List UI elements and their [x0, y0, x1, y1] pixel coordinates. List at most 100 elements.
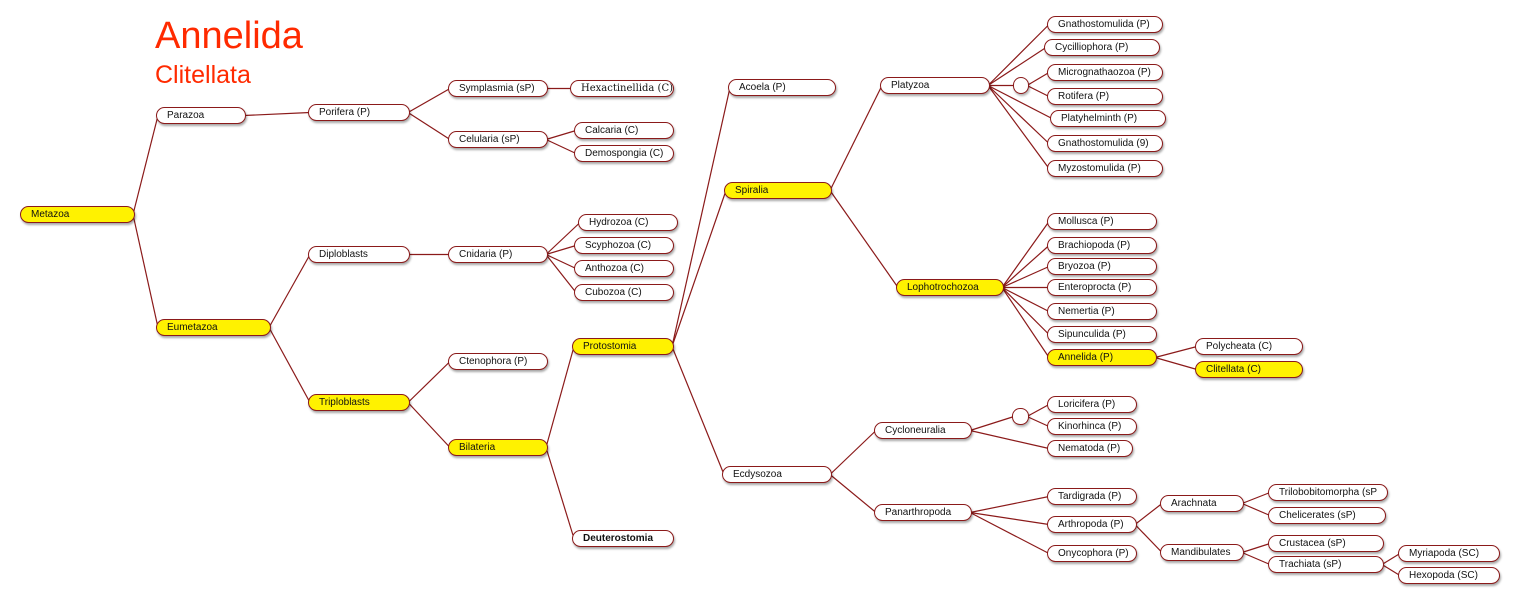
- node-arthropoda[interactable]: Arthropoda (P): [1047, 516, 1137, 533]
- node-loricifera[interactable]: Loricifera (P): [1047, 396, 1137, 413]
- node-onycophora[interactable]: Onycophora (P): [1047, 545, 1137, 562]
- node-porifera[interactable]: Porifera (P): [308, 104, 410, 121]
- edge-lophotrochozoa-nemertia: [1001, 286, 1050, 313]
- edge-cnidaria-cubozoa: [545, 254, 577, 293]
- edge-mandibulates-trachiata: [1241, 551, 1271, 566]
- node-mandibulates[interactable]: Mandibulates: [1160, 544, 1244, 561]
- edge-parazoa-porifera: [243, 111, 311, 117]
- node-symplasmia[interactable]: Symplasmia (sP): [448, 80, 548, 97]
- edge-mandibulates-crustacea: [1241, 542, 1271, 554]
- node-platyzoa[interactable]: Platyzoa: [880, 77, 990, 94]
- edge-annelida-polycheata: [1154, 345, 1198, 359]
- node-ecdysozoa[interactable]: Ecdysozoa: [722, 466, 832, 483]
- edge-metazoa-parazoa: [132, 115, 159, 215]
- edge-cycloneuralia-j2: [969, 415, 1015, 432]
- edge-spiralia-platyzoa: [829, 85, 883, 191]
- edge-ecdysozoa-panarthropoda: [829, 474, 877, 513]
- node-entoprocta[interactable]: Enteroprocta (P): [1047, 279, 1157, 296]
- node-demospongia[interactable]: Demospongia (C): [574, 145, 674, 162]
- edge-eumetazoa-diploblasts: [268, 254, 311, 328]
- node-parazoa[interactable]: Parazoa: [156, 107, 246, 124]
- node-ctenophora[interactable]: Ctenophora (P): [448, 353, 548, 370]
- edge-panarthropoda-arthropoda: [969, 511, 1050, 526]
- edge-panarthropoda-tardigrada: [969, 495, 1050, 514]
- node-micrognathozoa[interactable]: Micrognathaozoa (P): [1047, 64, 1163, 81]
- junction-node: [1012, 408, 1029, 425]
- edge-lophotrochozoa-sipunculida: [1001, 287, 1050, 335]
- node-eumetazoa[interactable]: Eumetazoa: [156, 319, 271, 336]
- node-sipunculida[interactable]: Sipunculida (P): [1047, 326, 1157, 343]
- node-gnathostomulida-p[interactable]: Gnathostomulida (P): [1047, 16, 1163, 33]
- node-hexactinellida[interactable]: Hexactinellida (C): [570, 80, 674, 97]
- diagram-title: Annelida: [155, 15, 303, 57]
- node-tardigrada[interactable]: Tardigrada (P): [1047, 488, 1137, 505]
- node-scyphozoa[interactable]: Scyphozoa (C): [574, 237, 674, 254]
- node-gnathostomulida-9[interactable]: Gnathostomulida (9): [1047, 135, 1163, 152]
- edge-arthropoda-arachnata: [1134, 503, 1163, 525]
- edge-porifera-symplasmia: [407, 87, 451, 114]
- node-celularia[interactable]: Celularia (sP): [448, 131, 548, 148]
- node-cycloneuralia[interactable]: Cycloneuralia: [874, 422, 972, 439]
- node-trachiata[interactable]: Trachiata (sP): [1268, 556, 1384, 573]
- node-anthozoa[interactable]: Anthozoa (C): [574, 260, 674, 277]
- edge-platyzoa-gnathostomulida_9: [987, 85, 1050, 144]
- node-metazoa[interactable]: Metazoa: [20, 206, 135, 223]
- node-bilateria[interactable]: Bilateria: [448, 439, 548, 456]
- node-bryozoa[interactable]: Bryozoa (P): [1047, 258, 1157, 275]
- node-triploblasts[interactable]: Triploblasts: [308, 394, 410, 411]
- node-protostomia[interactable]: Protostomia: [572, 338, 674, 355]
- node-panarthropoda[interactable]: Panarthropoda: [874, 504, 972, 521]
- edge-celularia-demospongia: [545, 138, 577, 155]
- edge-bilateria-protostomia: [545, 346, 575, 448]
- node-mollusca[interactable]: Mollusca (P): [1047, 213, 1157, 230]
- edge-platyzoa-myzostomulida: [987, 85, 1050, 169]
- edge-protostomia-ecdysozoa: [671, 346, 725, 475]
- edge-eumetazoa-triploblasts: [268, 327, 311, 403]
- node-spiralia[interactable]: Spiralia: [724, 182, 832, 199]
- node-calcaria[interactable]: Calcaria (C): [574, 122, 674, 139]
- node-myriapoda[interactable]: Myriapoda (SC): [1398, 545, 1500, 562]
- node-myzostomulida[interactable]: Myzostomulida (P): [1047, 160, 1163, 177]
- edge-panarthropoda-onycophora: [969, 511, 1050, 555]
- edge-cycloneuralia-nematoda: [969, 429, 1050, 450]
- node-lophotrochozoa[interactable]: Lophotrochozoa: [896, 279, 1004, 296]
- node-cnidaria[interactable]: Cnidaria (P): [448, 246, 548, 263]
- node-platyhelminth[interactable]: Platyhelminth (P): [1050, 110, 1166, 127]
- node-acoela[interactable]: Acoela (P): [728, 79, 836, 96]
- edge-j1-rotifera: [1026, 84, 1050, 98]
- node-clitellata[interactable]: Clitellata (C): [1195, 361, 1303, 378]
- edge-celularia-calcaria: [545, 129, 577, 141]
- node-chelicerates[interactable]: Chelicerates (sP): [1268, 507, 1386, 524]
- edge-bilateria-deuterostomia: [545, 447, 575, 539]
- edge-arthropoda-mandibulates: [1134, 524, 1163, 553]
- edge-j1-micrognathozoa: [1026, 71, 1050, 87]
- node-hexopoda[interactable]: Hexopoda (SC): [1398, 567, 1500, 584]
- node-nematoda[interactable]: Nematoda (P): [1047, 440, 1133, 457]
- edge-porifera-celularia: [407, 111, 451, 141]
- node-crustacea[interactable]: Crustacea (sP): [1268, 535, 1384, 552]
- edge-j2-kinorhinca: [1026, 415, 1050, 428]
- node-cubozoa[interactable]: Cubozoa (C): [574, 284, 674, 301]
- edge-cnidaria-scyphozoa: [545, 244, 577, 256]
- node-deuterostomia[interactable]: Deuterostomia: [572, 530, 674, 547]
- edge-metazoa-eumetazoa: [132, 214, 159, 328]
- edge-arachnata-trilobitomorpha: [1241, 491, 1271, 505]
- node-nemertia[interactable]: Nemertia (P): [1047, 303, 1157, 320]
- edge-j2-loricifera: [1026, 403, 1050, 418]
- edge-spiralia-lophotrochozoa: [829, 190, 899, 288]
- edge-lophotrochozoa-annelida: [1001, 287, 1050, 358]
- node-cycliophora[interactable]: Cycilliophora (P): [1044, 39, 1160, 56]
- edge-annelida-clitellata: [1154, 356, 1198, 371]
- node-annelida[interactable]: Annelida (P): [1047, 349, 1157, 366]
- node-arachnata[interactable]: Arachnata: [1160, 495, 1244, 512]
- edge-triploblasts-ctenophora: [407, 361, 451, 403]
- node-brachiopoda[interactable]: Brachiopoda (P): [1047, 237, 1157, 254]
- node-polycheata[interactable]: Polycheata (C): [1195, 338, 1303, 355]
- edge-ecdysozoa-cycloneuralia: [829, 430, 877, 475]
- node-trilobitomorpha[interactable]: Trilobobitomorpha (sP: [1268, 484, 1388, 501]
- node-kinorhinca[interactable]: Kinorhinca (P): [1047, 418, 1137, 435]
- node-diploblasts[interactable]: Diploblasts: [308, 246, 410, 263]
- edge-protostomia-acoela: [671, 87, 731, 347]
- node-hydrozoa[interactable]: Hydrozoa (C): [578, 214, 678, 231]
- node-rotifera[interactable]: Rotifera (P): [1047, 88, 1163, 105]
